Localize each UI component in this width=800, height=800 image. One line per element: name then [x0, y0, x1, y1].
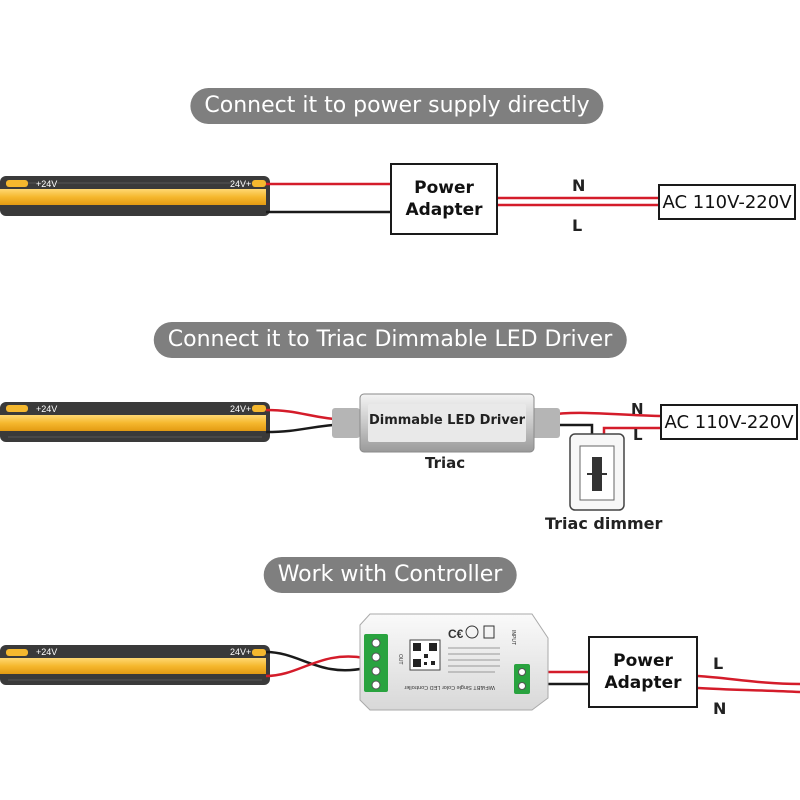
strip-plus-label-right: 24V+: [230, 404, 251, 414]
neutral-label: N: [713, 699, 727, 718]
power-adapter-line2: Adapter: [604, 673, 682, 693]
triac-led-driver: [332, 393, 560, 453]
power-adapter-box: Power Adapter: [588, 636, 698, 708]
section-title-controller: Work with Controller: [263, 557, 517, 593]
strip-plus-label-left: +24V: [36, 647, 57, 657]
strip-plus-label-right: 24V+: [230, 179, 251, 189]
power-adapter-line1: Power: [414, 178, 474, 198]
wire-to-dimmer: [548, 423, 594, 436]
led-controller: C€ WiFi&BT Single Color LED Controller O…: [359, 613, 549, 711]
wire-red: [265, 655, 366, 678]
certification-marks-icon: C€: [448, 625, 495, 641]
controller-input-label: INPUT: [510, 630, 516, 645]
wire-black: [265, 650, 366, 672]
neutral-label: N: [631, 400, 644, 418]
neutral-label: N: [572, 176, 586, 195]
ac-supply-label: AC 110V-220V: [662, 191, 792, 213]
wire-live: [697, 674, 800, 686]
power-adapter-box: Power Adapter: [390, 163, 498, 235]
strip-plus-label-right: 24V+: [230, 647, 251, 657]
strip-plus-label-left: +24V: [36, 179, 57, 189]
led-strip-3: +24V 24V+: [0, 645, 270, 685]
controller-output-label: OUT: [397, 654, 403, 665]
power-adapter-line2: Adapter: [405, 200, 483, 220]
driver-label: Dimmable LED Driver: [368, 413, 526, 428]
controller-title: WiFi&BT Single Color LED Controller: [404, 684, 495, 690]
ac-supply-box: AC 110V-220V: [660, 404, 798, 440]
dimmer-caption: Triac dimmer: [545, 514, 663, 533]
led-strip-1: +24V 24V+: [0, 176, 270, 216]
section-title-direct: Connect it to power supply directly: [190, 88, 604, 124]
live-label: L: [572, 216, 583, 235]
triac-caption: Triac: [425, 454, 466, 472]
power-adapter-line1: Power: [613, 651, 673, 671]
svg-text:C€: C€: [448, 627, 464, 641]
wire-neutral: [697, 686, 800, 694]
ac-supply-box: AC 110V-220V: [658, 184, 796, 220]
qr-code-icon: [413, 643, 437, 667]
live-label: L: [713, 654, 724, 673]
strip-plus-label-left: +24V: [36, 404, 57, 414]
led-strip-2: +24V 24V+: [0, 402, 270, 442]
ac-supply-label: AC 110V-220V: [664, 411, 794, 433]
section-title-triac: Connect it to Triac Dimmable LED Driver: [153, 322, 627, 358]
live-label: L: [633, 426, 643, 444]
triac-dimmer: [569, 433, 625, 511]
